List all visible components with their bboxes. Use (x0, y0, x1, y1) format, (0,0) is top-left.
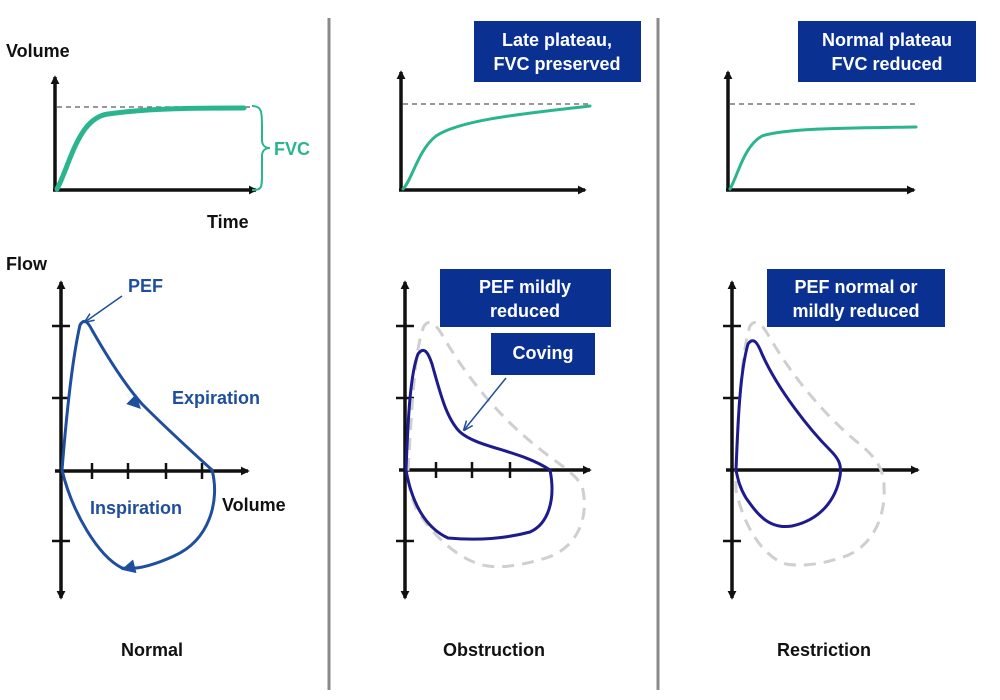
obstruction-volume-time-curve (401, 104, 592, 191)
obstruction-spirogram (396, 70, 592, 195)
obstruction-reference-loop (406, 321, 586, 569)
restriction-volume-time-curve (728, 125, 918, 191)
restriction-spiro-box-line1: Normal plateau (822, 30, 952, 50)
restriction-spiro-box-line2: FVC reduced (831, 54, 942, 74)
normal-inspiration-curve (60, 469, 217, 570)
obstruction-pef-box: PEF mildly reduced (440, 269, 611, 327)
inspiration-arrowhead (121, 559, 141, 574)
normal-spirogram: Volume Time FVC (6, 41, 310, 232)
coving-pointer (464, 377, 507, 430)
pef-pointer (85, 295, 123, 322)
normal-panel-title: Normal (121, 640, 183, 660)
expiration-label: Expiration (172, 388, 260, 408)
restriction-spiro-box: Normal plateau FVC reduced (798, 21, 976, 82)
volume-axis-label: Volume (6, 41, 70, 61)
expiration-arrowhead (125, 393, 141, 409)
normal-expiration-curve (60, 319, 214, 472)
coving-box-label: Coving (513, 343, 574, 363)
restriction-reference-loop (734, 321, 886, 567)
pef-label: PEF (128, 276, 163, 296)
obstruction-pef-box-line1: PEF mildly (479, 277, 571, 297)
flow-axis-label: Flow (6, 254, 48, 274)
fvc-label: FVC (274, 139, 310, 159)
fvc-brace (251, 105, 271, 191)
obstruction-loop-curve (404, 348, 554, 541)
obstruction-spiro-box-line2: FVC preserved (493, 54, 620, 74)
normal-volume-time-curve (54, 105, 247, 192)
restriction-panel-title: Restriction (777, 640, 871, 660)
restriction-pef-box: PEF normal or mildly reduced (767, 269, 945, 327)
restriction-flow-volume-loop (723, 280, 920, 600)
restriction-pef-box-line2: mildly reduced (792, 301, 919, 321)
restriction-spirogram (723, 70, 918, 195)
restriction-loop-curve (734, 339, 842, 529)
time-axis-label: Time (207, 212, 249, 232)
obstruction-spiro-box-line1: Late plateau, (502, 30, 612, 50)
restriction-pef-box-line1: PEF normal or (794, 277, 917, 297)
normal-flow-volume-loop: Flow PEF Expiration Inspiration Volume (6, 254, 286, 600)
inspiration-label: Inspiration (90, 498, 182, 518)
loop-volume-axis-label: Volume (222, 495, 286, 515)
obstruction-pef-box-line2: reduced (490, 301, 560, 321)
coving-box: Coving (491, 333, 595, 375)
obstruction-spiro-box: Late plateau, FVC preserved (474, 21, 641, 82)
obstruction-panel-title: Obstruction (443, 640, 545, 660)
obstruction-flow-volume-loop (396, 280, 592, 600)
